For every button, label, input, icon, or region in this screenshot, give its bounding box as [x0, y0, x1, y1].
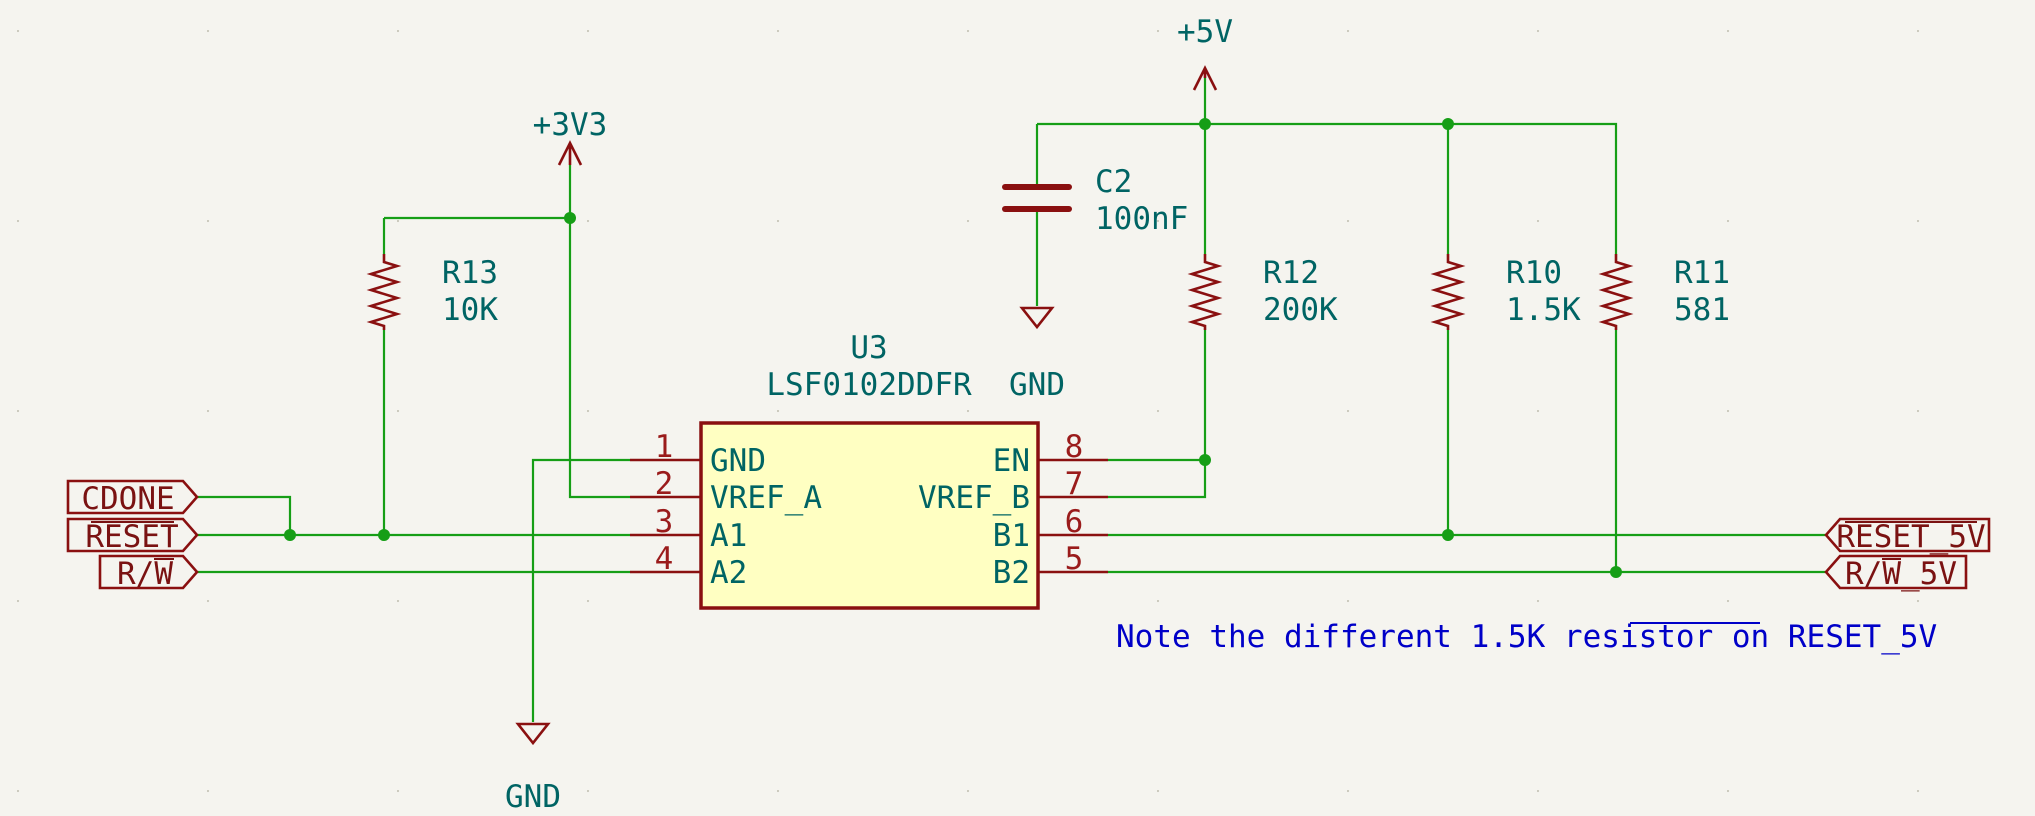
wire-r12-bottom [1108, 330, 1207, 499]
u3-pin-name: VREF_B [918, 480, 1030, 516]
u3-pin-number: 2 [655, 466, 674, 502]
r12-ref: R12 [1263, 255, 1319, 291]
ground-icon [1019, 306, 1055, 330]
u3-pin-name: A1 [710, 518, 747, 554]
junction-b2 [1610, 566, 1622, 578]
u3-body [699, 421, 1040, 610]
u3-pin-name: GND [710, 443, 766, 479]
r13-value: 10K [442, 292, 498, 328]
r12-value: 200K [1263, 292, 1338, 328]
label-rw-5v-text: R/W_5V [1845, 556, 1957, 592]
r11-value: 581 [1674, 292, 1730, 328]
resistor-r12[interactable]: R12 200K [1187, 254, 1338, 330]
ground-left-label: GND [505, 779, 561, 815]
junction-en [1199, 454, 1211, 466]
junction-5v [1199, 118, 1211, 130]
u3-pin-name: EN [993, 443, 1030, 479]
r10-ref: R10 [1506, 255, 1562, 291]
wire-gnd-pin1 [531, 458, 630, 722]
ground-icon [515, 722, 551, 746]
wire-3v3-drop [568, 165, 630, 499]
power-5v-symbol[interactable]: +5V [1177, 14, 1233, 91]
resistor-r13[interactable]: R13 10K [366, 254, 498, 330]
u3-pin-name: B1 [993, 518, 1030, 554]
label-reset-5v[interactable]: RESET_5V [1824, 517, 1991, 555]
junction-5v-r10 [1442, 118, 1454, 130]
u3-pin-number: 5 [1065, 541, 1084, 577]
note-signal: RESET_5V [1788, 619, 1937, 655]
label-cdone[interactable]: CDONE [66, 479, 199, 517]
label-rw[interactable]: R/W [98, 554, 199, 592]
note-text: Note the different 1.5K resistor on RESE… [1116, 619, 1937, 655]
label-cdone-text: CDONE [81, 481, 174, 517]
u3-pin-number: 1 [655, 429, 674, 465]
resistor-icon [1187, 254, 1223, 330]
r13-ref: R13 [442, 255, 498, 291]
c2-value: 100nF [1095, 201, 1188, 237]
u3-pin-number: 4 [655, 541, 674, 577]
label-reset[interactable]: RESET [66, 517, 199, 555]
power-arrow-icon [1192, 65, 1218, 91]
u3-pin-name: A2 [710, 555, 747, 591]
c2-ref: C2 [1095, 164, 1132, 200]
u3-pin-name: VREF_A [710, 480, 822, 516]
note-body: Note the different 1.5K resistor on [1116, 619, 1788, 655]
power-5v-label: +5V [1177, 14, 1233, 50]
junctions [284, 118, 1622, 578]
ground-symbol-c2[interactable] [1019, 306, 1055, 330]
u3-value: LSF0102DDFR [766, 367, 972, 403]
label-flag-icon [98, 554, 199, 590]
label-rw-text: R/W [117, 556, 173, 592]
label-reset-5v-text: RESET_5V [1836, 519, 1985, 555]
wires [197, 78, 1826, 722]
junction-3v3 [564, 212, 576, 224]
ground-symbol-left[interactable]: GND [505, 722, 561, 815]
label-flag-icon [66, 479, 199, 515]
u3-pin-number: 7 [1065, 466, 1084, 502]
capacitor-c2[interactable]: C2 100nF [1002, 164, 1188, 237]
label-flag-icon [66, 517, 199, 553]
resistor-icon [1430, 254, 1466, 330]
label-flag-icon [1824, 554, 1968, 590]
label-reset-text: RESET [85, 519, 178, 555]
u3-gnd-label: GND [1009, 367, 1065, 403]
junction-b1 [1442, 529, 1454, 541]
u3-pin-name: B2 [993, 555, 1030, 591]
u3-ref: U3 [850, 330, 887, 366]
u3-pin-number: 3 [655, 504, 674, 540]
label-rw-5v[interactable]: R/W_5V [1824, 554, 1968, 592]
wire-5v-rail [1037, 122, 1618, 254]
ic-u3[interactable]: U3 LSF0102DDFR GND 1 2 3 4 GND VREF_A A1… [630, 330, 1108, 610]
resistor-r10[interactable]: R10 1.5K [1430, 254, 1581, 330]
power-3v3-label: +3V3 [533, 107, 608, 143]
note-annotation: Note the different 1.5K resistor on RESE… [1116, 619, 1937, 655]
u3-pin-number: 8 [1065, 429, 1084, 465]
r10-value: 1.5K [1506, 292, 1581, 328]
power-arrow-icon [557, 140, 583, 166]
wire-cdone [197, 495, 292, 535]
resistor-icon [1598, 254, 1634, 330]
resistor-icon [366, 254, 402, 330]
power-3v3-symbol[interactable]: +3V3 [533, 107, 608, 166]
junction-reset-r13 [378, 529, 390, 541]
u3-pin-number: 6 [1065, 504, 1084, 540]
label-flag-icon [1824, 517, 1991, 553]
r11-ref: R11 [1674, 255, 1730, 291]
junction-reset-cdone [284, 529, 296, 541]
resistor-r11[interactable]: R11 581 [1598, 254, 1730, 330]
